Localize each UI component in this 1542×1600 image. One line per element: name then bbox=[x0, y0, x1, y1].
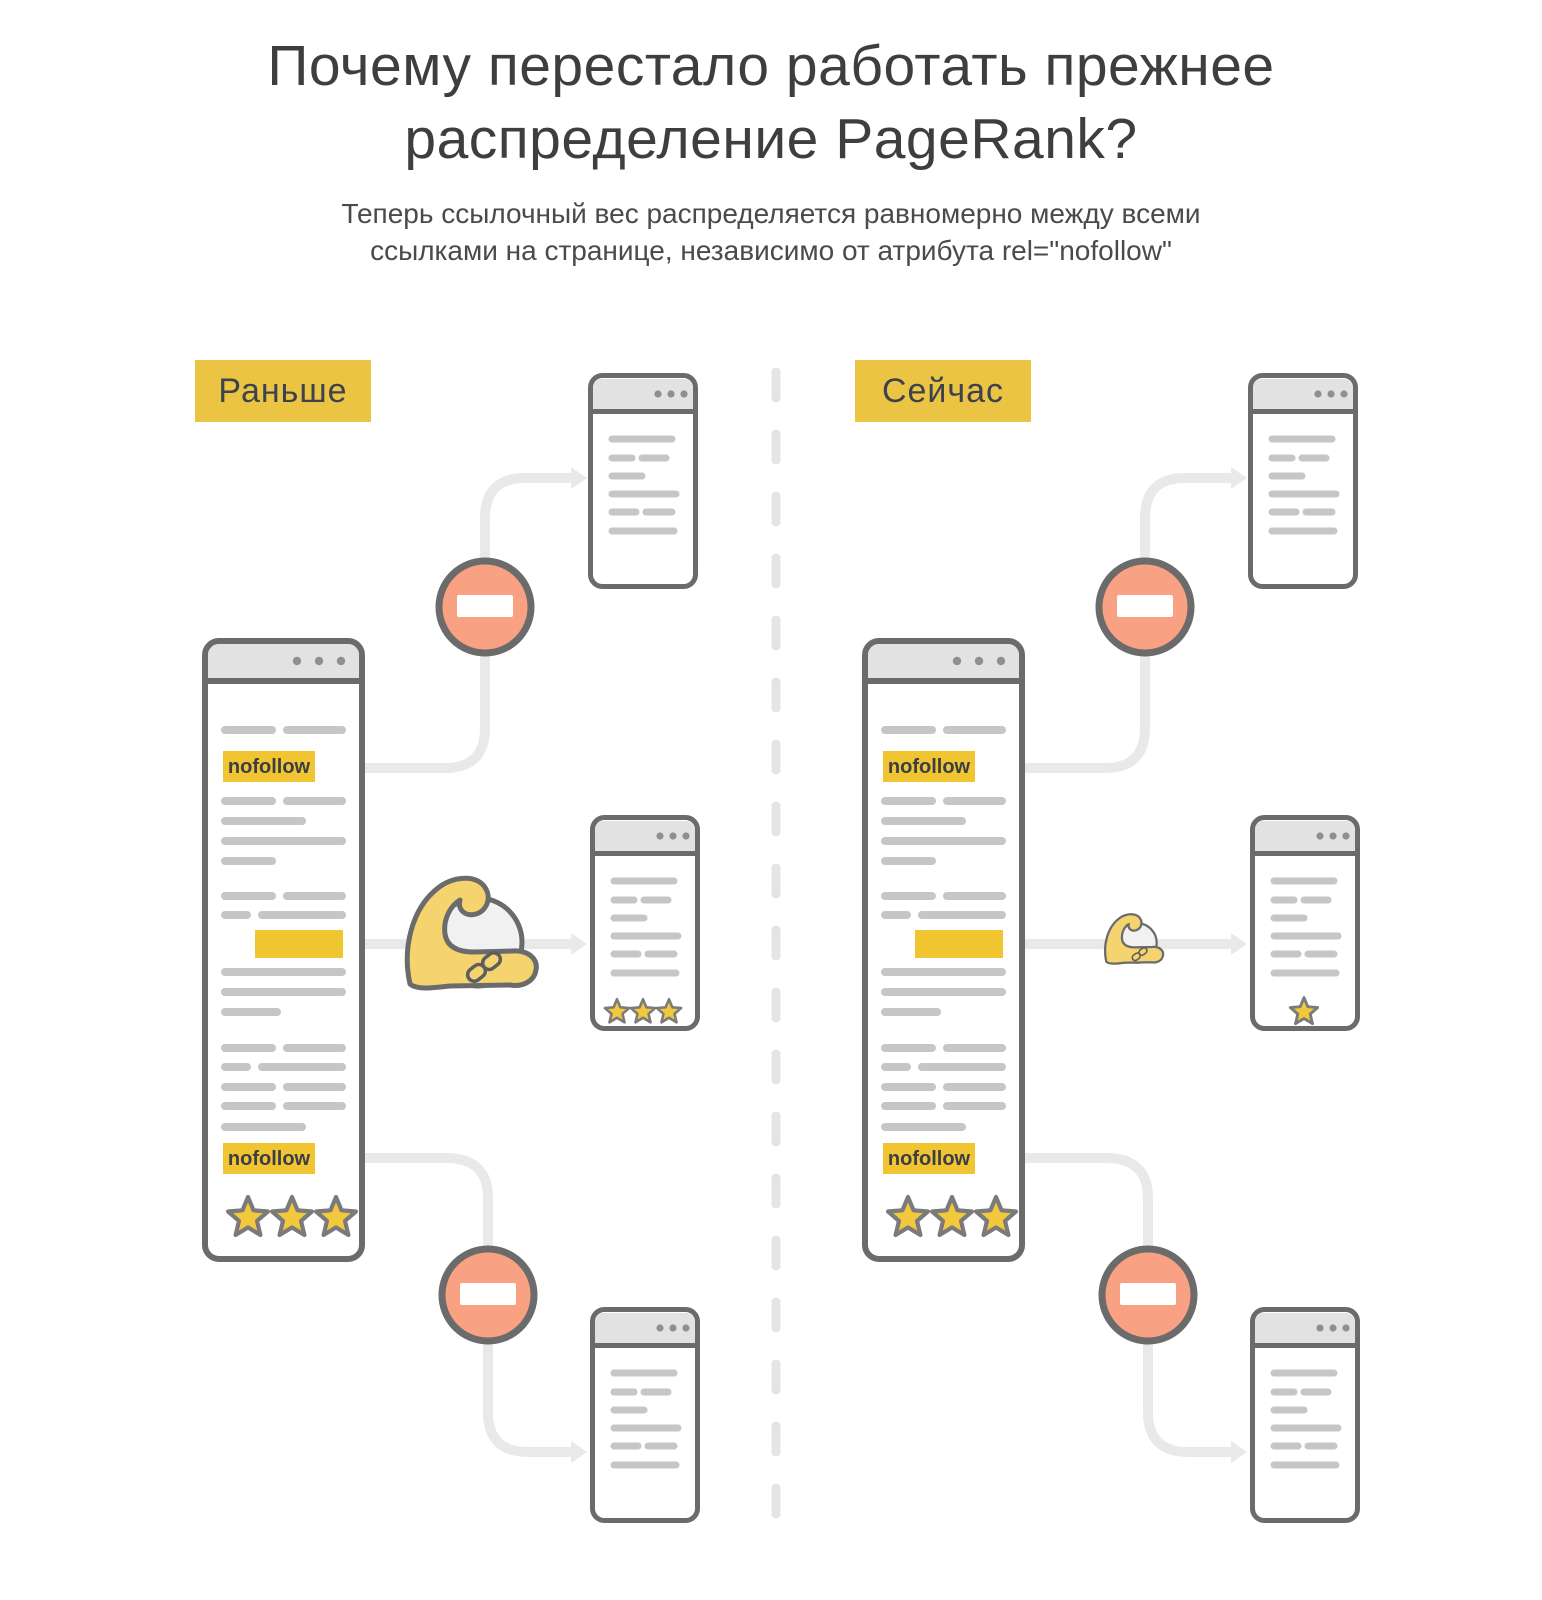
strong-link-muscle-icon bbox=[407, 878, 536, 988]
panel-before-label: Раньше bbox=[195, 360, 371, 422]
panel-divider bbox=[771, 367, 781, 1540]
panel-now-label-text: Сейчас bbox=[882, 372, 1004, 410]
page-subtitle-line2: ссылками на странице, независимо от атри… bbox=[370, 234, 1172, 266]
panel-now: Сейчас bbox=[855, 360, 1363, 1545]
weak-link-muscle-icon bbox=[1103, 913, 1165, 965]
page-subtitle: Теперь ссылочный вес распределяется равн… bbox=[0, 196, 1542, 270]
page-title-line2: распределение PageRank? bbox=[404, 106, 1138, 171]
panel-before-label-text: Раньше bbox=[218, 372, 347, 410]
page-title-line1: Почему перестало работать прежнее bbox=[267, 34, 1275, 98]
header: Почему перестало работать прежнее распре… bbox=[0, 30, 1542, 270]
panel-now-label: Сейчас bbox=[855, 360, 1031, 422]
page-subtitle-line1: Теперь ссылочный вес распределяется равн… bbox=[341, 197, 1201, 229]
page-title: Почему перестало работать прежнее распре… bbox=[0, 30, 1542, 176]
panel-before: Раньше bbox=[195, 360, 703, 1545]
middle-page-rating-stars bbox=[603, 997, 683, 1024]
